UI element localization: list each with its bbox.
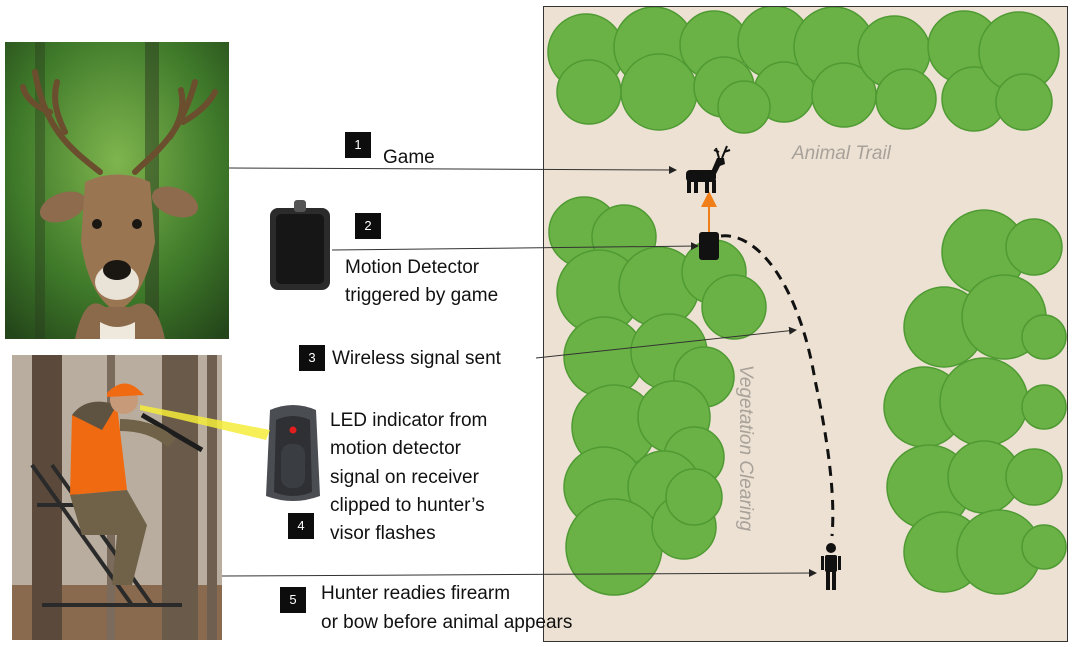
- connector-game: [228, 165, 677, 174]
- step-5-label-line2: or bow before animal appears: [321, 612, 573, 633]
- step-1-badge: 1: [345, 132, 371, 158]
- connector-hunter: [221, 569, 817, 578]
- step-4-label-line2: motion detector: [330, 438, 461, 459]
- hunter-icon: [821, 543, 841, 590]
- deer-photo: [5, 42, 229, 339]
- step-2-badge: 2: [355, 213, 381, 239]
- step-5-badge: 5: [280, 587, 306, 613]
- connector-signal: [535, 326, 797, 359]
- connector-detector: [331, 242, 699, 251]
- animal-trail-label: Animal Trail: [792, 143, 891, 164]
- step-4-label-line4: clipped to hunter’s: [330, 495, 485, 516]
- step-5-label-line1: Hunter readies firearm: [321, 583, 511, 604]
- step-4-label-line3: signal on receiver: [330, 467, 479, 488]
- step-2-label-line2: triggered by game: [345, 285, 499, 306]
- deer-icon: [686, 145, 731, 193]
- step-4-label-line5: visor flashes: [330, 523, 436, 544]
- motion-detector-device: [268, 200, 332, 292]
- step-3-label: Wireless signal sent: [332, 348, 501, 369]
- step-2-label-line1: Motion Detector: [345, 257, 480, 278]
- motion-detector-icon: [699, 232, 719, 260]
- step-1-label: Game: [383, 147, 435, 168]
- signal-path: [720, 234, 835, 537]
- led-beam: [140, 405, 270, 440]
- hunter-photo: [12, 355, 222, 640]
- step-4-badge: 4: [288, 513, 314, 539]
- hunting-area-map: Animal Trail Vegetation Clearing: [543, 6, 1068, 642]
- vegetation-svg: [547, 7, 1067, 596]
- step-3-badge: 3: [299, 345, 325, 371]
- step-4-label-line1: LED indicator from: [330, 410, 488, 431]
- led-receiver-device: [262, 400, 324, 506]
